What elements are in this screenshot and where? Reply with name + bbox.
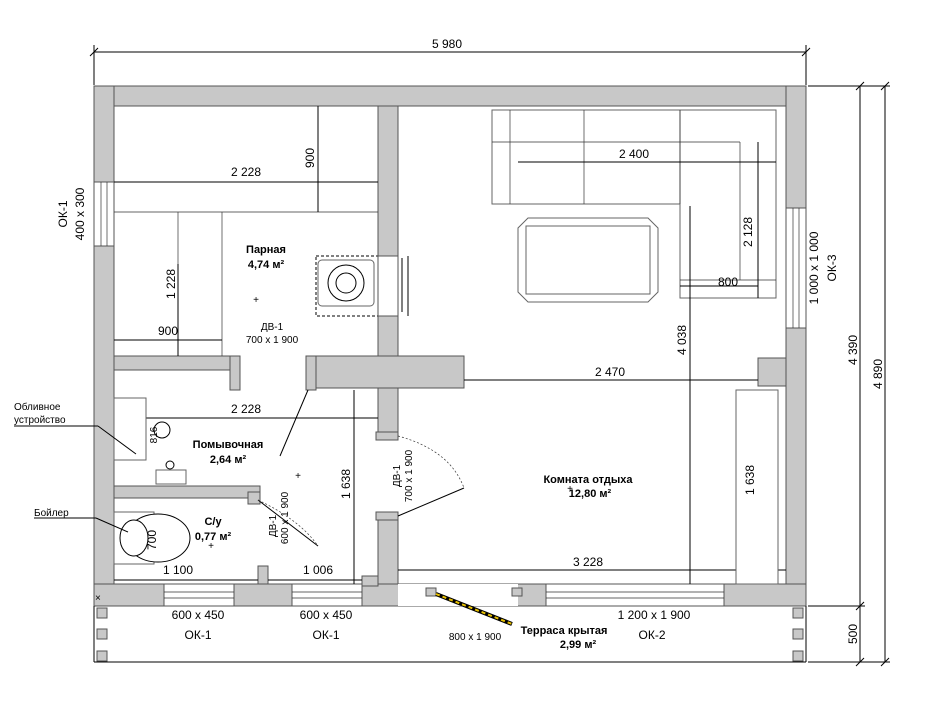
- boiler-callout: Бойлер: [34, 508, 69, 519]
- door-parilka-name: ДВ-1: [261, 322, 284, 333]
- door-lounge-size: 700 х 1 900: [404, 449, 415, 502]
- right-outer-dim: 4 890: [871, 359, 885, 389]
- lounge-center-mark: +: [567, 484, 573, 495]
- sofa-depth-dim: 2 128: [741, 217, 755, 247]
- corner-mark: ×: [95, 593, 101, 604]
- door-parilka-size: 700 х 1 900: [246, 335, 299, 346]
- terrace-name: Терраса крытая: [521, 625, 608, 637]
- ok1-left-size: 400 х 300: [73, 187, 87, 240]
- su-width-dim: 1 100: [163, 563, 193, 577]
- parilka-area: 4,74 м²: [248, 259, 285, 271]
- drench-callout-line1: Обливное: [14, 401, 61, 413]
- su-area: 0,77 м²: [195, 531, 232, 543]
- lounge-bottom-dim: 3 228: [573, 555, 603, 569]
- ok2-size: 1 200 х 1 900: [618, 608, 691, 622]
- entry-door-size: 800 х 1 900: [449, 632, 502, 643]
- parilka-name: Парная: [246, 244, 286, 256]
- ok1-bottom-b-name: ОК-1: [313, 628, 340, 642]
- ok3-name: ОК-3: [825, 254, 839, 281]
- right-inner-dim: 4 390: [846, 335, 860, 365]
- terrace: ×: [93, 593, 807, 663]
- parilka-benches: 2 228 900 1 228 900: [114, 106, 378, 356]
- door-su-size: 600 х 1 900: [280, 491, 291, 544]
- drench-callout-line2: устройство: [14, 415, 66, 426]
- ok2-name: ОК-2: [639, 628, 666, 642]
- door-su-name: ДВ-1: [268, 514, 279, 537]
- stove: [315, 255, 409, 317]
- terrace-area: 2,99 м²: [560, 639, 597, 651]
- window-openings: [93, 181, 807, 607]
- lounge-mid-dim: 2 470: [595, 365, 625, 379]
- moechnaya-name: Помывочная: [193, 439, 264, 451]
- bench-width-dim: 900: [158, 324, 178, 338]
- table: [517, 217, 659, 303]
- lounge-right-dim: 1 638: [743, 465, 757, 495]
- door-parilka: ДВ-1 700 х 1 900: [229, 322, 317, 457]
- lounge-height-dim: 4 038: [675, 325, 689, 355]
- terrace-depth-dim: 500: [846, 624, 860, 644]
- door-lounge-name: ДВ-1: [392, 464, 403, 487]
- moechnaya-left-dim: 816: [149, 426, 160, 443]
- parilka-depth-dim: 900: [303, 148, 317, 168]
- parilka-height-dim: 1 228: [164, 269, 178, 299]
- lounge-dims: 4 038 2 470 1 638 3 228: [398, 206, 786, 585]
- ok3-size: 1 000 х 1 000: [807, 231, 821, 304]
- parilka-center-mark: +: [253, 295, 259, 306]
- su-height-dim: 700: [145, 530, 159, 550]
- bottom-mid-dim: 1 006: [303, 563, 333, 577]
- su-center-mark: +: [208, 541, 214, 552]
- entry-door: 800 х 1 900: [425, 587, 523, 643]
- sofa-small-dim: 800: [718, 275, 738, 289]
- overall-width-label: 5 980: [432, 37, 462, 51]
- ok1-bottom-a-size: 600 х 450: [172, 608, 225, 622]
- right-dimensions: 4 890 4 390 500: [808, 81, 890, 667]
- sofa: 2 400 2 128 800: [491, 109, 777, 299]
- ok1-bottom-a-name: ОК-1: [185, 628, 212, 642]
- moechnaya-width-dim: 2 228: [231, 402, 261, 416]
- parilka-width-dim: 2 228: [231, 165, 261, 179]
- lounge-name: Комната отдыха: [543, 474, 633, 486]
- moechnaya-center-mark: +: [295, 471, 301, 482]
- su-name: С/у: [204, 516, 222, 528]
- su-fixtures: 700 1 100 1 006: [95, 511, 362, 581]
- ok1-left-name: ОК-1: [56, 200, 70, 227]
- ok1-bottom-b-size: 600 х 450: [300, 608, 353, 622]
- sofa-width-dim: 2 400: [619, 147, 649, 161]
- moechnaya-area: 2,64 м²: [210, 454, 247, 466]
- overall-width-dimension: 5 980: [89, 37, 811, 85]
- moechnaya-height-dim: 1 638: [339, 469, 353, 499]
- drench-device: [97, 397, 187, 485]
- lounge-area: 12,80 м²: [569, 488, 612, 500]
- door-su: ДВ-1 600 х 1 900: [247, 491, 319, 547]
- door-lounge: ДВ-1 700 х 1 900: [375, 431, 465, 521]
- moechnaya-dims: 2 228 1 638 816: [114, 390, 378, 584]
